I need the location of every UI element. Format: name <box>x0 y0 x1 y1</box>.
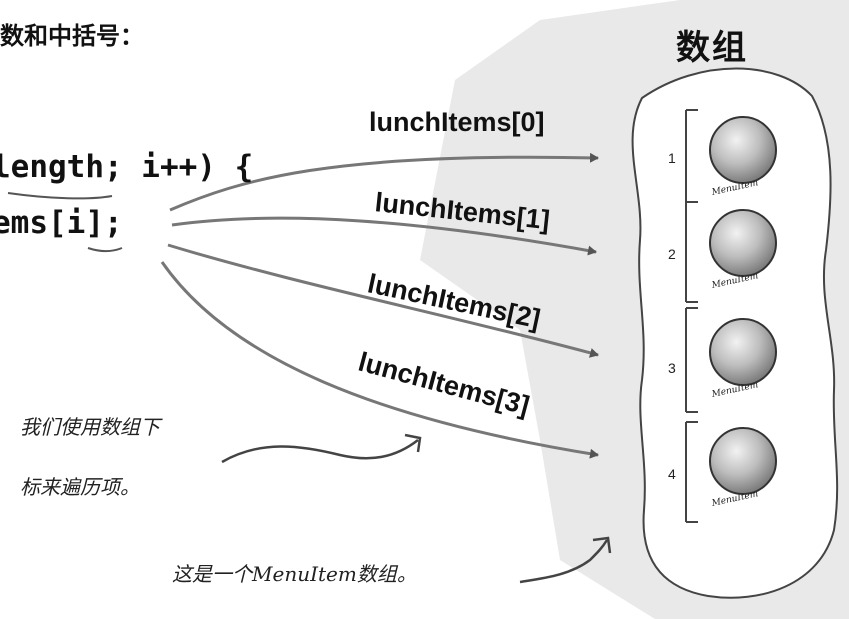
slot-index: 2 <box>668 246 676 262</box>
arrow-item-2 <box>167 243 599 358</box>
code-line-1: length; i++) { <box>0 149 253 185</box>
slot-index: 1 <box>668 150 676 166</box>
slot-index: 3 <box>668 360 676 376</box>
array-note: 这是一个MenuItem数组。 <box>172 562 417 586</box>
menu-item-ball <box>709 318 777 386</box>
length-underline <box>7 192 113 200</box>
arrow-item-0 <box>169 152 599 212</box>
code-line-2: ems[i]; <box>0 205 123 241</box>
iterate-note-line-1: 我们使用数组下 <box>20 415 160 439</box>
squiggle-arrow-2 <box>519 539 609 584</box>
code-array-name: ems[ <box>0 205 67 241</box>
menu-item-ball <box>709 116 777 184</box>
code-loop-rest: ; i++) { <box>103 149 254 185</box>
arrow-item-3 <box>160 261 599 459</box>
section-heading: 数和中括号： <box>0 22 144 50</box>
note-arrows <box>221 433 612 584</box>
label-item-0: lunchItems[0] <box>369 107 545 137</box>
menu-item-ball <box>709 427 777 495</box>
code-index: i <box>66 205 86 241</box>
array-title: 数组 <box>676 28 748 68</box>
squiggle-arrow-1 <box>221 439 419 464</box>
menu-item-ball <box>709 209 777 277</box>
menu-item-balls <box>709 116 777 495</box>
iterate-note-line-2: 标来遍历项。 <box>20 475 140 499</box>
index-underline <box>87 247 123 252</box>
arrow-item-1 <box>171 216 597 256</box>
code-length: length <box>0 149 104 185</box>
slot-index: 4 <box>668 466 676 482</box>
index-arrows <box>160 152 599 459</box>
code-end: ]; <box>85 205 123 241</box>
slot-brackets <box>685 109 698 523</box>
